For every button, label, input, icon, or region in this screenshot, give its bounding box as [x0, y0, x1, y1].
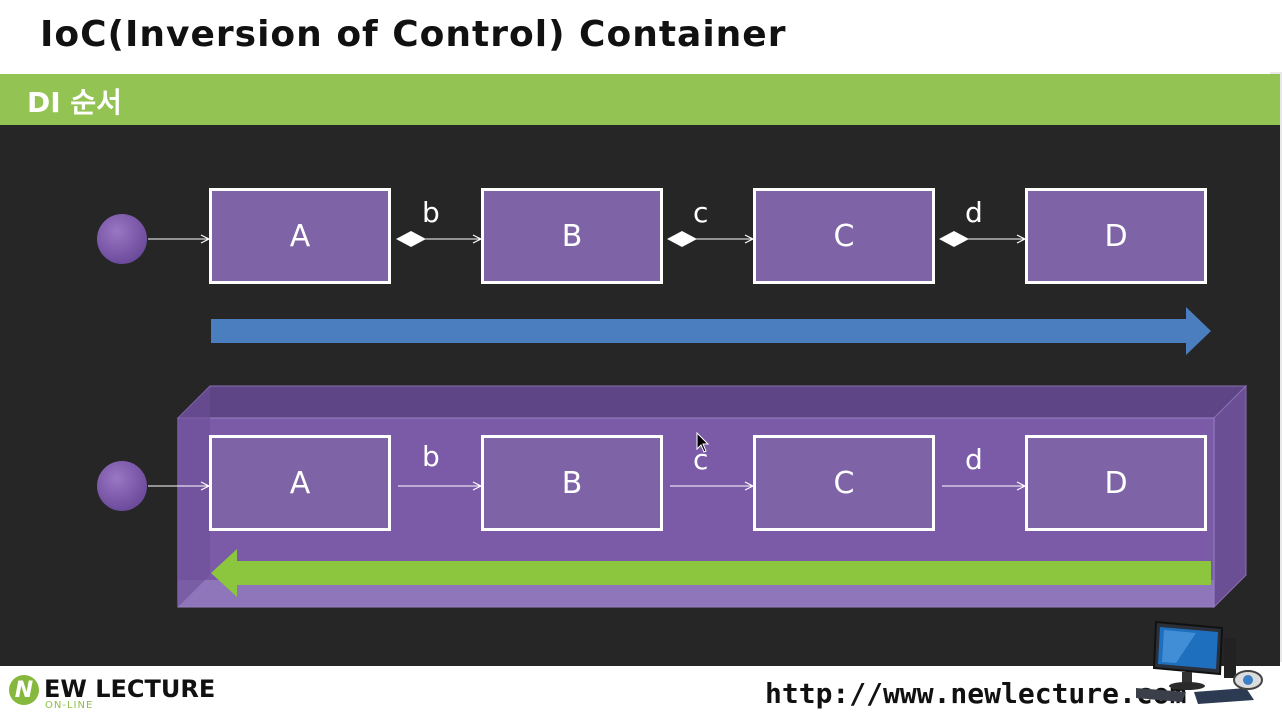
node-d-top: D — [1025, 188, 1207, 284]
edge-label-d-top: d — [965, 196, 983, 229]
backward-arrow — [211, 549, 1211, 597]
footer-bar — [0, 666, 1282, 720]
newlecture-logo-icon: N — [9, 675, 39, 705]
computer-illustration-icon — [1136, 620, 1263, 704]
node-b-bottom: B — [481, 435, 663, 531]
section-title: DI 순서 — [27, 86, 122, 119]
node-b-top: B — [481, 188, 663, 284]
diagram-stage: A B C D b c d A B C D b c d — [0, 125, 1280, 666]
slide-title: IoC(Inversion of Control) Container — [40, 14, 787, 55]
diamond-c — [939, 231, 969, 247]
section-header-bar: DI 순서 — [0, 74, 1280, 125]
edge-label-b-top: b — [422, 196, 440, 229]
start-node-bottom — [97, 461, 147, 511]
node-c-bottom: C — [753, 435, 935, 531]
node-c-top: C — [753, 188, 935, 284]
connectors-layer — [148, 231, 1248, 609]
node-d-bottom: D — [1025, 435, 1207, 531]
logo-subtitle: ON-LINE — [45, 700, 94, 711]
diamond-a — [396, 231, 426, 247]
footer-url: http://www.newlecture.com — [765, 677, 1187, 710]
node-a-bottom: A — [209, 435, 391, 531]
node-a-top: A — [209, 188, 391, 284]
diamond-b — [667, 231, 697, 247]
edge-label-b-bottom: b — [422, 440, 440, 473]
logo-text: EW LECTURE — [44, 675, 216, 703]
forward-arrow — [211, 307, 1211, 355]
edge-label-c-top: c — [693, 196, 709, 229]
edge-label-d-bottom: d — [965, 443, 983, 476]
start-node-top — [97, 214, 147, 264]
mouse-cursor-icon — [696, 432, 710, 453]
